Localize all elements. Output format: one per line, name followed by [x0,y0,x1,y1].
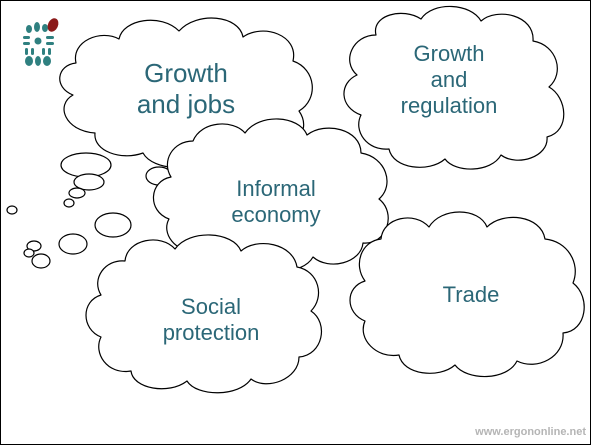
thought-bubble [31,253,51,269]
thought-bubble [73,173,105,191]
thought-bubble [68,187,86,199]
cloud-label-informal-economy: Informal economy [231,176,321,227]
cloud-label-social-protection: Social protection [162,294,260,345]
thought-bubble [58,233,88,255]
cloud-informal-economy-shape [152,118,389,273]
thought-bubble [60,152,112,178]
thought-bubble [23,248,35,258]
footer-url: www.ergononline.net [475,426,586,438]
cloud-growth-regulation-shape [343,5,565,170]
cloud-label-growth-regulation: Growth and regulation [400,41,498,118]
thought-bubble [6,205,18,215]
thought-bubble [63,198,75,208]
cloud-label-growth-jobs: Growth and jobs [136,58,236,119]
thought-bubble [94,212,132,238]
cloud-label-trade: Trade [442,282,500,307]
cloud-social-protection-shape [85,234,322,394]
dotted-grid-logo-icon [23,18,59,66]
cloud-trade-shape [349,211,585,378]
